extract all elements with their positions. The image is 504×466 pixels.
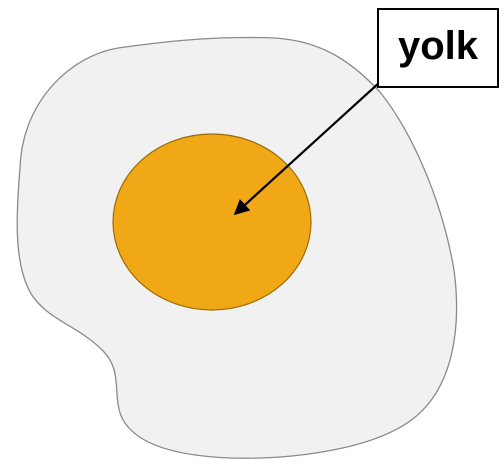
yolk-label: yolk [398,26,478,66]
yolk-label-box: yolk [377,8,499,88]
yolk [113,134,311,310]
fried-egg-icon [17,37,456,458]
